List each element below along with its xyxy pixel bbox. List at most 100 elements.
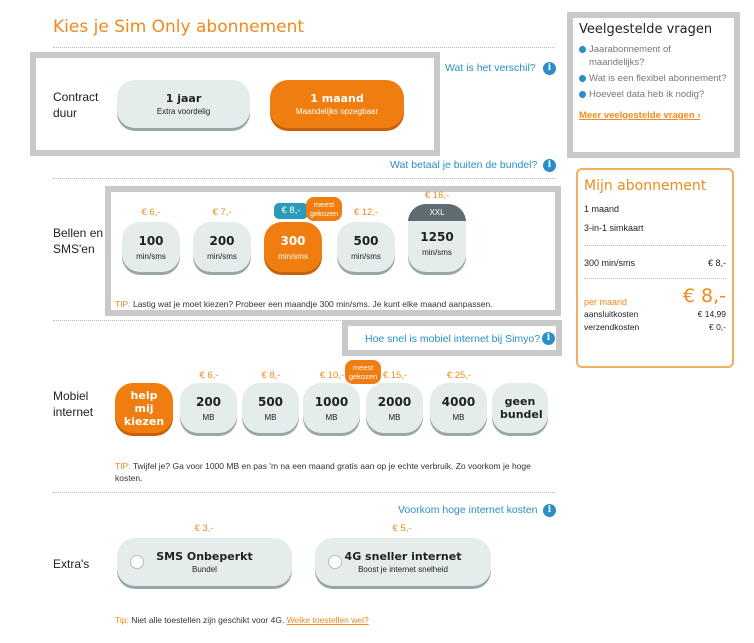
calls-tip: TIP: Lastig wat je moet kiezen? Probeer … <box>115 298 493 310</box>
price: € 16,- <box>424 190 450 201</box>
faq-item[interactable]: Hoeveel data heb ik nodig? <box>579 88 728 101</box>
xxl-header: XXL <box>408 204 466 221</box>
per-month-price: € 8,- <box>682 285 726 307</box>
tip-label: TIP: <box>115 299 131 309</box>
per-month-label: per maand <box>584 297 628 307</box>
option-value: 4000 <box>441 394 476 409</box>
price: € 25,- <box>446 370 472 381</box>
internet-speed-link[interactable]: Hoe snel is mobiel internet bij Simyo? <box>365 333 541 345</box>
option-value: 500 <box>257 394 284 409</box>
option-sub: Boost je internet snelheid <box>358 565 448 574</box>
extras-tip: Tip: Niet alle toestellen zijn geschikt … <box>115 614 369 626</box>
calls-label: Bellen en SMS'en <box>53 226 104 256</box>
info-icon[interactable]: i <box>543 504 556 517</box>
price: € 7,- <box>212 207 232 218</box>
option-value: 300 <box>280 233 306 248</box>
option-value: 200 <box>209 233 235 248</box>
faq-item-text: Hoeveel data heb ik nodig? <box>589 89 705 100</box>
tip-text: Lastig wat je moet kiezen? Probeer een m… <box>132 299 493 309</box>
option-unit: MB <box>264 412 277 422</box>
faq-item[interactable]: Jaarabonnement of maandelijks? <box>579 43 728 69</box>
shipping-price: € 0,- <box>708 322 726 332</box>
calls-option[interactable]: 200 min/sms <box>193 222 251 272</box>
price: € 12,- <box>353 207 379 218</box>
divider <box>53 320 343 321</box>
popular-badge: meest gekozen <box>306 197 342 221</box>
connect-price: € 14,99 <box>697 309 726 319</box>
contract-option-1-maand[interactable]: 1 maand Maandelijks opzegbaar <box>270 80 404 128</box>
option-value: 1000 <box>314 394 349 409</box>
sms-checkbox[interactable] <box>130 555 144 569</box>
summary-title: Mijn abonnement <box>584 178 707 194</box>
info-icon[interactable]: i <box>542 332 555 345</box>
bundle-link[interactable]: Wat betaal je buiten de bundel? <box>390 159 538 171</box>
option-unit: min/sms <box>207 251 237 261</box>
option-value: 200 <box>195 394 222 409</box>
option-unit: MB <box>202 412 215 422</box>
4g-checkbox[interactable] <box>328 555 342 569</box>
option-sub: Maandelijks opzegbaar <box>295 107 379 116</box>
option-value: 2000 <box>377 394 412 409</box>
option-unit: min/sms <box>422 248 452 257</box>
calls-option[interactable]: 100 min/sms <box>122 222 180 272</box>
help-choose-button[interactable]: help mij kiezen <box>115 383 173 433</box>
option-value: 100 <box>138 233 164 248</box>
selected-price-badge: € 8,- <box>274 203 308 219</box>
tip-text: Twijfel je? Ga voor 1000 MB en pas 'm na… <box>115 461 531 483</box>
difference-link[interactable]: Wat is het verschil? <box>445 62 536 74</box>
option-unit: min/sms <box>136 251 166 261</box>
faq-box: Veelgestelde vragen Jaarabonnement of ma… <box>567 12 740 158</box>
extras-label: Extra's <box>53 557 90 571</box>
bundle-price: € 8,- <box>707 258 726 268</box>
price: € 10,- <box>319 370 345 381</box>
costs-link[interactable]: Voorkom hoge internet kosten <box>398 504 538 516</box>
bundle-label: 300 min/sms <box>584 258 636 268</box>
subscription-summary: Mijn abonnement 1 maand 3-in-1 simkaart … <box>576 168 734 368</box>
price: € 6,- <box>141 207 161 218</box>
popular-badge: meest gekozen <box>345 360 381 384</box>
option-unit: min/sms <box>278 251 308 261</box>
info-icon[interactable]: i <box>543 159 556 172</box>
option-title: 1 maand <box>310 92 364 105</box>
option-unit: MB <box>452 412 465 422</box>
price: € 15,- <box>382 370 408 381</box>
contract-option-1-jaar[interactable]: 1 jaar Extra voordelig <box>117 80 250 128</box>
shipping-label: verzendkosten <box>584 322 640 332</box>
calls-option-xxl[interactable]: XXL 1250 min/sms <box>408 204 466 272</box>
bullet-icon <box>579 91 586 98</box>
no-bundle-option[interactable]: geen bundel <box>492 383 548 433</box>
contract-label: Contract duur <box>53 90 99 120</box>
page-title: Kies je Sim Only abonnement <box>53 17 305 37</box>
option-value: 1250 <box>420 230 454 244</box>
price: € 3,- <box>194 523 214 534</box>
data-tip: TIP: Twijfel je? Ga voor 1000 MB en pas … <box>115 460 555 484</box>
option-value: geen bundel <box>500 395 543 421</box>
price: € 5,- <box>392 523 412 534</box>
faq-item-text: Jaarabonnement of maandelijks? <box>589 44 671 68</box>
info-icon[interactable]: i <box>543 62 556 75</box>
internet-speed-box <box>342 320 562 356</box>
connect-label: aansluitkosten <box>584 309 639 319</box>
option-sub: Extra voordelig <box>156 107 211 116</box>
devices-link[interactable]: Welke toestellen wel? <box>286 615 369 625</box>
faq-item[interactable]: Wat is een flexibel abonnement? <box>579 72 728 85</box>
data-label: Mobiel internet <box>53 389 94 419</box>
calls-option-selected[interactable]: 300 min/sms <box>264 222 322 272</box>
price: € 8,- <box>261 370 281 381</box>
faq-title: Veelgestelde vragen <box>579 22 713 37</box>
tip-label: Tip: <box>115 615 129 625</box>
tip-label: TIP: <box>115 461 131 471</box>
tip-text: Niet alle toestellen zijn geschikt voor … <box>131 615 285 625</box>
faq-more-link[interactable]: Meer veelgestelde vragen › <box>579 110 701 121</box>
option-unit: MB <box>388 412 401 422</box>
option-title: 4G sneller internet <box>344 550 462 563</box>
divider <box>53 178 555 179</box>
